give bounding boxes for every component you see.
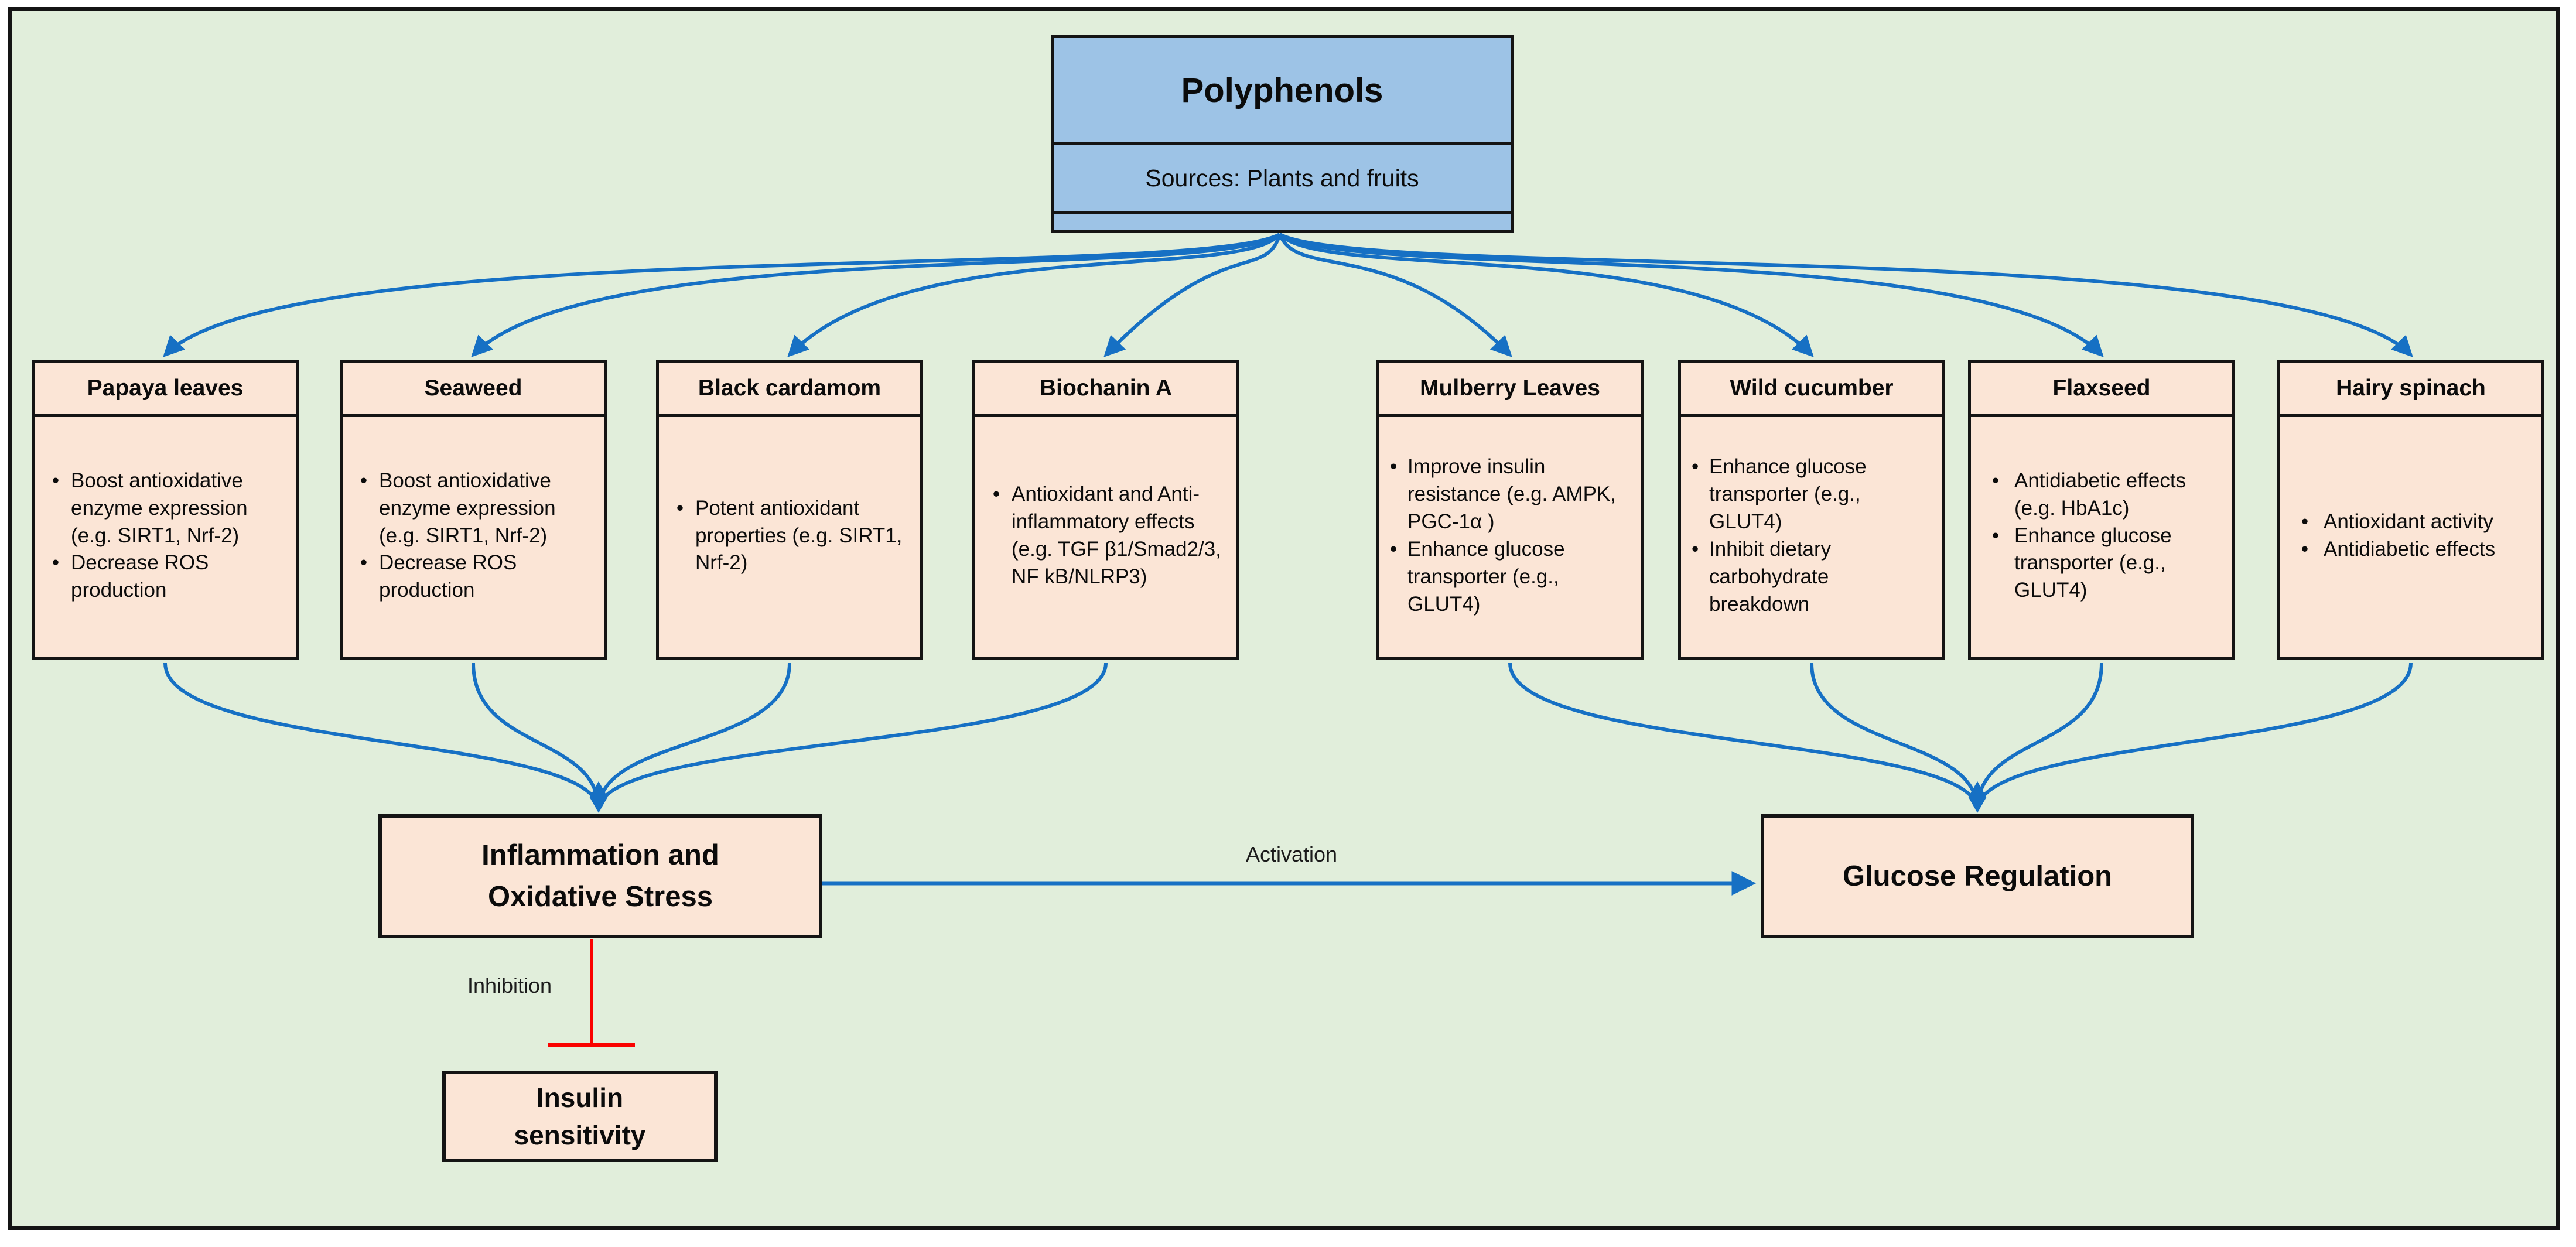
bullet-text: Decrease ROS production bbox=[71, 551, 209, 602]
source-bullets: • Antioxidant activity • Antidiabetic effe… bbox=[2280, 417, 2541, 657]
bullet-dot: • bbox=[52, 551, 60, 575]
bullet-item: • Boost antioxidative enzyme expression (… bbox=[40, 467, 281, 550]
insulin-sensitivity-box: Insulin sensitivity bbox=[442, 1071, 718, 1162]
bullet-text: Improve insulin resistance (e.g. AMPK, P… bbox=[1407, 455, 1616, 534]
source-title: Biochanin A bbox=[975, 363, 1236, 417]
bullet-dot: • bbox=[1991, 469, 2000, 492]
source-bullets: • Potent antioxidant properties (e.g. SIR… bbox=[659, 417, 920, 657]
source-box-papaya-leaves: Papaya leaves • Boost antioxidative enzym… bbox=[32, 360, 299, 660]
inflammation-label: Inflammation and Oxidative Stress bbox=[481, 839, 719, 913]
source-title: Papaya leaves bbox=[35, 363, 296, 417]
source-bullets: • Improve insulin resistance (e.g. AMPK, … bbox=[1379, 417, 1641, 657]
bullet-dot: • bbox=[360, 469, 368, 492]
activation-edge-label: Activation bbox=[1245, 842, 1338, 866]
bullet-item: • Enhance glucose transporter (e.g., GLUT… bbox=[1385, 536, 1625, 619]
source-title: Mulberry Leaves bbox=[1379, 363, 1641, 417]
bullet-text: Antioxidant and Anti-inflammatory effect… bbox=[1012, 483, 1221, 588]
bullet-text: Boost antioxidative enzyme expression (e… bbox=[71, 469, 248, 547]
bullet-dot: • bbox=[992, 483, 1000, 506]
glucose-regulation-box: Glucose Regulation bbox=[1761, 814, 2194, 938]
source-title: Black cardamom bbox=[659, 363, 920, 417]
bullet-text: Potent antioxidant properties (e.g. SIRT… bbox=[695, 496, 903, 575]
source-title: Flaxseed bbox=[1971, 363, 2232, 417]
source-box-wild-cucumber: Wild cucumber • Enhance glucose transport… bbox=[1678, 360, 1945, 660]
source-bullets: • Boost antioxidative enzyme expression (… bbox=[35, 417, 296, 657]
source-bullets: • Boost antioxidative enzyme expression (… bbox=[343, 417, 604, 657]
bullet-item: • Decrease ROS production bbox=[349, 549, 589, 604]
inflammation-oxidative-stress-box: Inflammation and Oxidative Stress bbox=[378, 814, 822, 938]
bullet-dot: • bbox=[2301, 538, 2309, 561]
bullet-dot: • bbox=[676, 496, 684, 520]
source-box-mulberry-leaves: Mulberry Leaves • Improve insulin resista… bbox=[1376, 360, 1644, 660]
bullet-text: Enhance glucose transporter (e.g., GLUT4… bbox=[1709, 455, 1867, 534]
source-box-flaxseed: Flaxseed • Antidiabetic effects (e.g. HbA… bbox=[1968, 360, 2235, 660]
bullet-dot: • bbox=[1390, 455, 1398, 479]
bullet-text: Inhibit dietary carbohydrate breakdown bbox=[1709, 538, 1832, 616]
bullet-item: • Antioxidant activity bbox=[2286, 508, 2526, 536]
bullet-text: Antidiabetic effects bbox=[2324, 538, 2496, 561]
bullet-item: • Enhance glucose transporter (e.g., GLUT… bbox=[1687, 453, 1927, 536]
polyphenols-sources-label: Sources: Plants and fruits bbox=[1054, 145, 1511, 214]
bullet-item: • Boost antioxidative enzyme expression (… bbox=[349, 467, 589, 550]
bullet-dot: • bbox=[360, 551, 368, 575]
bullet-dot: • bbox=[1692, 538, 1699, 561]
source-box-hairy-spinach: Hairy spinach • Antioxidant activity • Ant… bbox=[2277, 360, 2544, 660]
bullet-text: Decrease ROS production bbox=[379, 551, 517, 602]
bullet-item: • Antidiabetic effects bbox=[2286, 536, 2526, 563]
bullet-dot: • bbox=[1692, 455, 1699, 479]
polyphenols-box: Polyphenols Sources: Plants and fruits bbox=[1051, 35, 1514, 233]
bullet-item: • Enhance glucose transporter (e.g., GLUT… bbox=[1977, 522, 2217, 605]
polyphenols-title: Polyphenols bbox=[1054, 38, 1511, 145]
bullet-dot: • bbox=[52, 469, 60, 492]
bullet-item: • Improve insulin resistance (e.g. AMPK, … bbox=[1385, 453, 1625, 536]
bullet-item: • Potent antioxidant properties (e.g. SIR… bbox=[665, 495, 905, 578]
source-bullets: • Antioxidant and Anti-inflammatory effec… bbox=[975, 417, 1236, 657]
bullet-dot: • bbox=[1991, 524, 2000, 547]
source-title: Hairy spinach bbox=[2280, 363, 2541, 417]
bullet-dot: • bbox=[2301, 510, 2309, 534]
bullet-text: Enhance glucose transporter (e.g., GLUT4… bbox=[2014, 524, 2172, 602]
glucose-label: Glucose Regulation bbox=[1842, 860, 2113, 892]
bullet-text: Antidiabetic effects (e.g. HbA1c) bbox=[2014, 469, 2186, 520]
polyphenols-bottom-strip bbox=[1054, 214, 1511, 230]
source-box-seaweed: Seaweed • Boost antioxidative enzyme expr… bbox=[340, 360, 607, 660]
source-box-biochanin-a: Biochanin A • Antioxidant and Anti-inflam… bbox=[972, 360, 1239, 660]
source-box-black-cardamom: Black cardamom • Potent antioxidant prope… bbox=[656, 360, 923, 660]
insulin-label: Insulin sensitivity bbox=[514, 1082, 646, 1150]
source-title: Wild cucumber bbox=[1681, 363, 1942, 417]
inhibition-edge-label: Inhibition bbox=[467, 973, 552, 997]
source-bullets: • Enhance glucose transporter (e.g., GLUT… bbox=[1681, 417, 1942, 657]
bullet-text: Boost antioxidative enzyme expression (e… bbox=[379, 469, 556, 547]
bullet-item: • Antioxidant and Anti-inflammatory effec… bbox=[981, 481, 1221, 591]
bullet-item: • Antidiabetic effects (e.g. HbA1c) bbox=[1977, 467, 2217, 522]
bullet-item: • Decrease ROS production bbox=[40, 549, 281, 604]
bullet-dot: • bbox=[1390, 538, 1398, 561]
bullet-text: Enhance glucose transporter (e.g., GLUT4… bbox=[1407, 538, 1565, 616]
source-title: Seaweed bbox=[343, 363, 604, 417]
bullet-text: Antioxidant activity bbox=[2324, 510, 2493, 534]
bullet-item: • Inhibit dietary carbohydrate breakdown bbox=[1687, 536, 1927, 619]
source-bullets: • Antidiabetic effects (e.g. HbA1c) • Enha… bbox=[1971, 417, 2232, 657]
